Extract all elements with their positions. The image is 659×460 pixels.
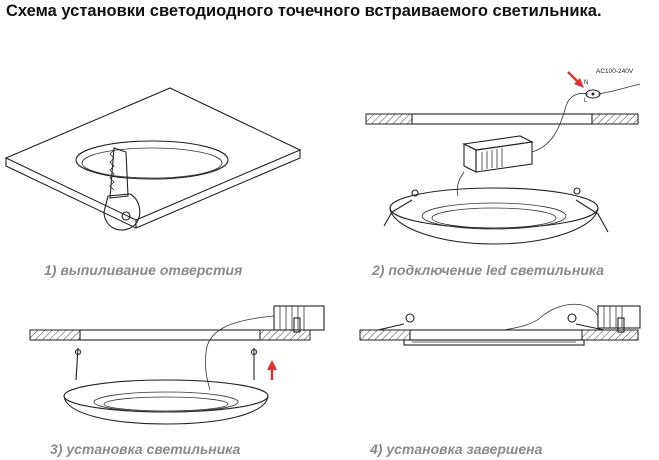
led-driver <box>597 305 641 333</box>
neutral-label: N <box>584 80 588 86</box>
step3-caption: 3) установка светильника <box>50 441 241 457</box>
led-fixture <box>389 187 599 245</box>
mains-cable <box>531 92 589 153</box>
step2-connection-illustration: AC100-240V N L <box>365 68 641 245</box>
led-fixture <box>63 379 269 425</box>
step4-complete-illustration <box>359 303 641 346</box>
spring-clip-left <box>74 347 82 381</box>
cut-hole <box>75 140 229 180</box>
step1-cutting-illustration <box>4 87 302 231</box>
connection-cable <box>205 315 275 391</box>
step1-caption: 1) выпиливание отверстия <box>44 262 243 278</box>
ceiling-panel <box>4 87 302 229</box>
saw-icon <box>103 147 141 231</box>
live-label: L <box>584 98 588 104</box>
voltage-label: AC100-240V <box>596 68 634 75</box>
arrow-icon <box>567 71 584 88</box>
led-driver <box>462 135 534 173</box>
ceiling-board <box>29 329 311 341</box>
spring-clip-left <box>377 313 415 331</box>
led-driver <box>273 305 325 333</box>
spring-clip-right <box>250 348 258 380</box>
terminal-connector <box>585 89 601 99</box>
step4-caption: 4) установка завершена <box>370 441 543 457</box>
ceiling-board <box>365 113 639 125</box>
ceiling-board <box>359 329 639 341</box>
led-fixture-flush <box>403 339 585 346</box>
spring-clip-right <box>573 187 609 233</box>
arrow-up-icon <box>267 360 277 380</box>
step2-caption: 2) подключение led светильника <box>372 262 604 278</box>
spring-clip-left <box>383 189 419 227</box>
spring-clip-right <box>567 313 605 331</box>
page-title: Схема установки светодиодного точечного … <box>6 2 602 20</box>
step3-installation-illustration <box>29 305 325 425</box>
